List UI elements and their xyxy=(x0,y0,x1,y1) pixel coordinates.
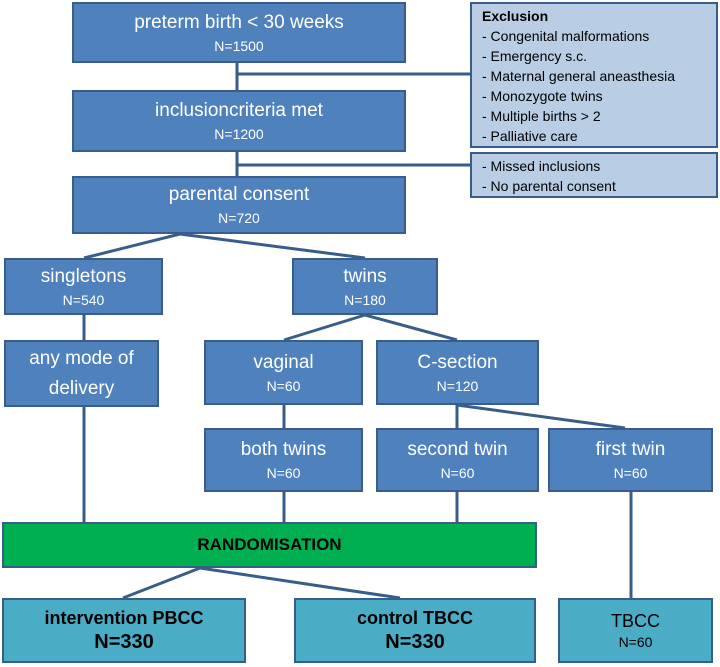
node-count: N=1200 xyxy=(214,126,264,142)
node-tbcc: TBCC N=60 xyxy=(558,598,713,663)
exclusion-box: Exclusion - Congenital malformations - E… xyxy=(470,2,718,148)
connector-rand-intervention xyxy=(122,566,201,600)
node-title: inclusioncriteria met xyxy=(155,100,323,121)
node-title: intervention PBCC xyxy=(44,607,204,628)
node-second-twin: second twin N=60 xyxy=(376,428,539,492)
node-count: N=540 xyxy=(62,291,105,308)
node-title: preterm birth < 30 weeks xyxy=(134,11,344,33)
node-any-mode-of-delivery: any mode of delivery xyxy=(4,340,159,407)
node-title: twins xyxy=(343,265,387,287)
exclusion-item: - Multiple births > 2 xyxy=(482,108,601,124)
node-title: second twin xyxy=(407,439,508,460)
node-count: N=720 xyxy=(218,210,260,226)
node-vaginal: vaginal N=60 xyxy=(204,340,363,405)
node-title-line2: delivery xyxy=(48,377,115,399)
node-both-twins: both twins N=60 xyxy=(204,428,363,492)
node-c-section: C-section N=120 xyxy=(376,340,539,405)
missed-item: - Missed inclusions xyxy=(482,158,601,174)
exclusion-item: - Maternal general aneasthesia xyxy=(482,68,676,84)
node-title: control TBCC xyxy=(357,607,473,628)
node-twins: twins N=180 xyxy=(292,258,438,315)
node-count: N=60 xyxy=(266,377,301,394)
node-title: first twin xyxy=(595,439,666,460)
node-preterm-birth: preterm birth < 30 weeks N=1500 xyxy=(72,2,406,63)
connector-rand-control xyxy=(199,566,401,600)
node-count: N=330 xyxy=(94,630,154,653)
node-title: TBCC xyxy=(611,610,660,631)
node-intervention-pbcc: intervention PBCC N=330 xyxy=(2,598,246,663)
node-count: N=120 xyxy=(436,377,479,394)
node-count: N=60 xyxy=(618,633,653,650)
exclusion-item: - Emergency s.c. xyxy=(482,48,588,64)
node-count: N=60 xyxy=(440,465,475,481)
node-title: C-section xyxy=(417,351,498,373)
node-title-line1: any mode of xyxy=(29,347,134,369)
node-singletons: singletons N=540 xyxy=(4,258,163,315)
exclusion-item: - Monozygote twins xyxy=(482,88,603,104)
node-inclusion-criteria: inclusioncriteria met N=1200 xyxy=(72,90,406,152)
node-title: singletons xyxy=(40,265,127,287)
node-title: parental consent xyxy=(168,184,310,205)
randomisation-bar: RANDOMISATION xyxy=(2,522,537,568)
connector-consent-singletons xyxy=(83,232,181,260)
missed-item: - No parental consent xyxy=(482,178,616,194)
connector-twins-csection xyxy=(364,313,458,342)
node-count: N=60 xyxy=(266,465,301,481)
connector-consent-twins xyxy=(179,232,366,260)
node-count: N=1500 xyxy=(214,37,264,54)
randomisation-label: RANDOMISATION xyxy=(197,535,342,554)
exclusion-heading: Exclusion xyxy=(482,8,549,24)
node-count: N=330 xyxy=(385,630,445,653)
node-title: both twins xyxy=(240,439,327,460)
connector-csection-first xyxy=(456,403,626,430)
node-first-twin: first twin N=60 xyxy=(548,428,713,492)
exclusion-item: - Palliative care xyxy=(482,128,578,144)
exclusion-item: - Congenital malformations xyxy=(482,28,650,44)
node-title: vaginal xyxy=(253,351,314,373)
node-parental-consent: parental consent N=720 xyxy=(72,176,406,234)
node-count: N=180 xyxy=(344,291,386,308)
node-count: N=60 xyxy=(613,465,648,481)
missed-box: - Missed inclusions - No parental consen… xyxy=(470,152,718,198)
connector-twins-vaginal xyxy=(283,313,366,342)
node-control-tbcc: control TBCC N=330 xyxy=(294,598,536,663)
